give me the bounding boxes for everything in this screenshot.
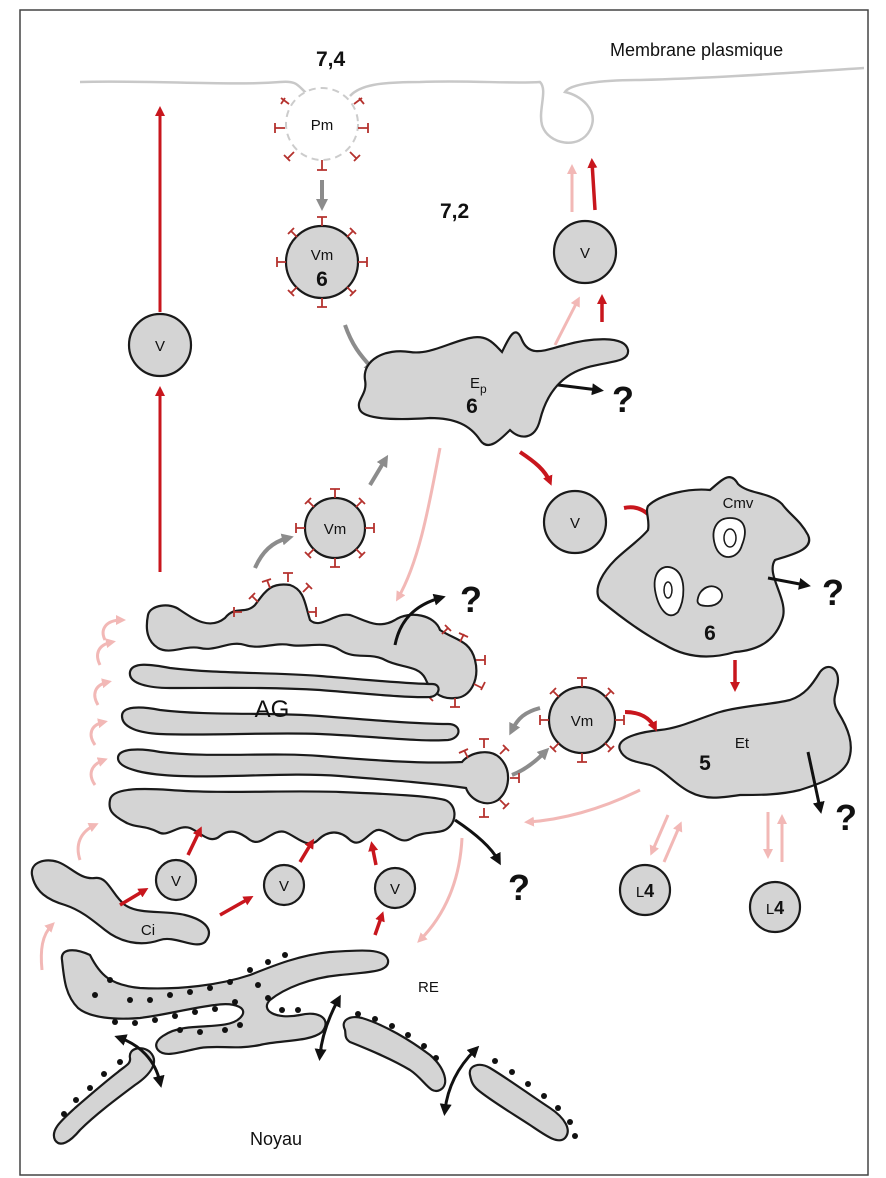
vm-top-number: 6	[316, 268, 328, 291]
arrow-l4-to-et-a	[664, 825, 680, 862]
arrow-et-to-ag	[528, 790, 640, 822]
v-top-right-label: V	[580, 245, 590, 262]
arrow-ag-to-vm-left	[255, 538, 288, 568]
arrow-vm-to-ag	[512, 708, 540, 730]
vm-vesicle-left: Vm	[296, 489, 374, 567]
v-vesicle-small-3: V	[375, 868, 415, 908]
arrow-ep-to-v-pink	[555, 300, 578, 345]
vm-vesicle-right: Vm	[540, 678, 624, 762]
arrow-v-to-membrane-red	[592, 162, 595, 210]
arrow-ag-to-vm	[512, 752, 545, 775]
question-et: ?	[835, 797, 857, 838]
ci-label: Ci	[141, 922, 155, 939]
v-left-label: V	[155, 338, 165, 355]
v-vesicle-small-2: V	[264, 865, 304, 905]
pm-label: Pm	[311, 117, 334, 134]
ph-label-top: 7,4	[316, 48, 346, 71]
vm-top-label: Vm	[311, 247, 334, 264]
et-number: 5	[699, 752, 711, 775]
arrow-ep-to-ag	[398, 448, 440, 598]
arrow-vm-to-ep	[345, 325, 372, 368]
arrow-et-to-l4-a	[652, 815, 668, 852]
golgi-apparatus: AG	[110, 573, 519, 844]
plasma-membrane: Membrane plasmique	[80, 40, 864, 143]
arrow-vm-left-to-ep	[370, 460, 385, 485]
pm-vesicle: Pm	[275, 88, 368, 170]
v-vesicle-small-1: V	[156, 860, 196, 900]
v-vesicle-top-right: V	[554, 221, 616, 283]
membrane-label: Membrane plasmique	[610, 40, 783, 60]
et-label: Et	[735, 735, 750, 752]
question-ag-bottom: ?	[508, 867, 530, 908]
cmv-label: Cmv	[723, 495, 754, 512]
cmv-number: 6	[704, 622, 716, 645]
multivesicular-body: Cmv 6	[598, 477, 810, 656]
question-cmv: ?	[822, 572, 844, 613]
ag-label: AG	[255, 696, 290, 723]
arrow-vm-to-et	[625, 712, 655, 728]
vm-right-label: Vm	[571, 713, 594, 730]
lysosome-1-label: L4	[636, 881, 654, 901]
vm-vesicle-top: Vm 6	[277, 217, 367, 307]
v-small-3-label: V	[390, 881, 400, 898]
lysosome-1: L4	[620, 865, 670, 915]
v-vesicle-mid: V	[544, 491, 606, 553]
v-small-2-label: V	[279, 878, 289, 895]
ep-number: 6	[466, 395, 478, 418]
re-label: RE	[418, 979, 439, 996]
arrow-ag-to-re	[420, 838, 462, 940]
v-mid-label: V	[570, 515, 580, 532]
lysosome-2-label: L4	[766, 898, 784, 918]
noyau-label: Noyau	[250, 1129, 302, 1149]
v-small-1-label: V	[171, 873, 181, 890]
question-ag-top: ?	[460, 579, 482, 620]
v-vesicle-left: V	[129, 314, 191, 376]
endoplasmic-reticulum: RE	[54, 950, 578, 1143]
vm-left-label: Vm	[324, 521, 347, 538]
arrow-ep-to-v-mid	[520, 452, 550, 482]
arrow-ep-unknown	[558, 385, 598, 390]
ph-label-mid: 7,2	[440, 200, 469, 223]
lysosome-2: L4	[750, 882, 800, 932]
question-ep: ?	[612, 379, 634, 420]
